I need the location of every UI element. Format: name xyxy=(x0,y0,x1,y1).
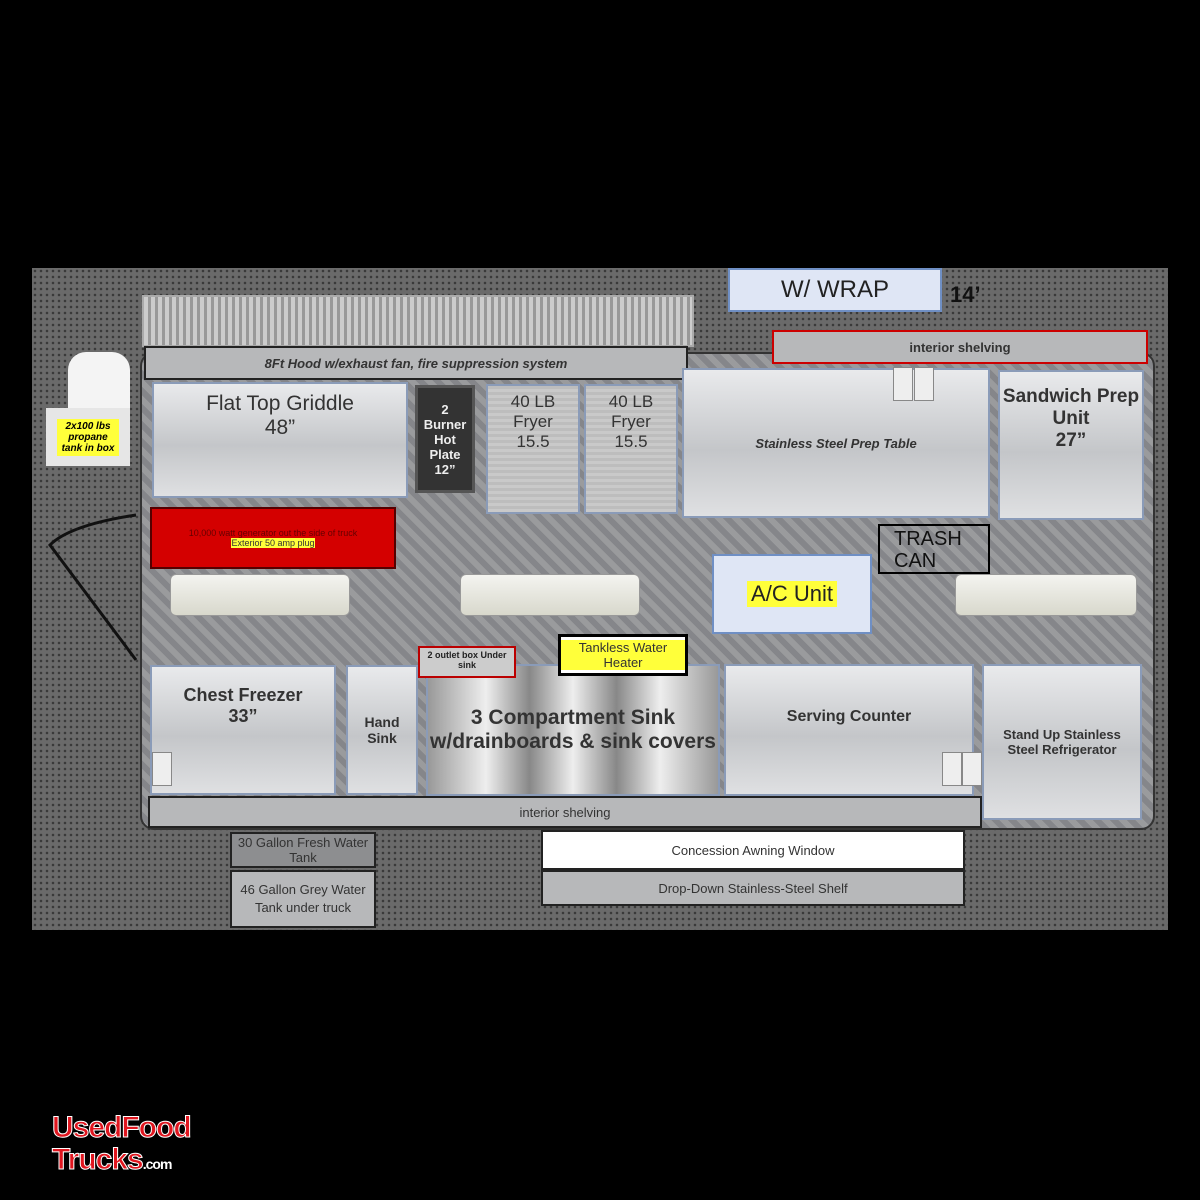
exterior-plug-label: Exterior 50 amp plug xyxy=(231,538,315,548)
interior-shelving-top: interior shelving xyxy=(772,330,1148,364)
propane-label: 2x100 lbs propane tank in box xyxy=(57,418,119,456)
outlet-icon xyxy=(893,367,913,401)
concession-awning-window[interactable]: Concession Awning Window xyxy=(541,830,965,870)
door-swing-icon xyxy=(48,513,138,661)
sandwich-size: 27” xyxy=(1055,430,1087,451)
outlet-icon xyxy=(914,367,934,401)
ac-unit: A/C Unit xyxy=(712,554,872,634)
fryer-1-label: Fryer xyxy=(513,412,553,431)
propane-box: 2x100 lbs propane tank in box xyxy=(46,408,130,466)
fryer-2-size: 15.5 xyxy=(614,432,648,451)
prep-table: Stainless Steel Prep Table xyxy=(682,368,990,518)
tankless-water-heater: Tankless Water Heater xyxy=(558,634,688,676)
ceiling-light xyxy=(955,574,1137,616)
logo-domain: .com xyxy=(142,1156,173,1172)
logo-line-1: UsedFood xyxy=(52,1111,193,1144)
hood-label: 8Ft Hood w/exhaust fan, fire suppression… xyxy=(144,346,688,380)
outlet-icon xyxy=(942,752,962,786)
fryer-1-capacity: 40 LB xyxy=(510,392,556,411)
usedfoodtrucks-logo: UsedFood Trucks.com xyxy=(52,1111,193,1180)
generator-box: 10,000 watt generator out the side of tr… xyxy=(150,507,396,569)
griddle-label: Flat Top Griddle xyxy=(206,392,354,415)
outlet-icon xyxy=(152,752,172,786)
fresh-water-tank: 30 Gallon Fresh Water Tank xyxy=(230,832,376,868)
freezer-label: Chest Freezer xyxy=(183,685,303,705)
ceiling-light xyxy=(170,574,350,616)
generator-label: 10,000 watt generator out the side of tr… xyxy=(188,528,358,538)
outlet-box-under-sink: 2 outlet box Under sink xyxy=(418,646,516,678)
griddle-size: 48” xyxy=(264,416,296,439)
hand-sink: Hand Sink xyxy=(346,665,418,795)
drop-down-shelf: Drop-Down Stainless-Steel Shelf xyxy=(541,870,965,906)
propane-tank-icon xyxy=(68,352,130,412)
trash-can: TRASH CAN xyxy=(878,524,990,574)
hood-vent xyxy=(142,295,694,347)
sandwich-label: Sandwich Prep Unit xyxy=(1002,386,1140,429)
fryer-1-size: 15.5 xyxy=(516,432,550,451)
hot-plate: 2 Burner Hot Plate 12” xyxy=(415,385,475,493)
fryer-2-label: Fryer xyxy=(611,412,651,431)
freezer-size: 33” xyxy=(228,706,258,726)
interior-shelving-bottom: interior shelving xyxy=(148,796,982,828)
ac-label: A/C Unit xyxy=(747,581,837,607)
serving-counter: Serving Counter xyxy=(724,664,974,796)
fryer-2-capacity: 40 LB xyxy=(608,392,654,411)
length-label: 14’ xyxy=(950,282,981,307)
outlet-icon xyxy=(962,752,982,786)
water-heater-label: Tankless Water Heater xyxy=(561,640,685,670)
ceiling-light xyxy=(460,574,640,616)
wrap-label: W/ WRAP xyxy=(728,268,942,312)
stand-up-refrigerator: Stand Up Stainless Steel Refrigerator xyxy=(982,664,1142,820)
three-compartment-sink: 3 Compartment Sink w/drainboards & sink … xyxy=(426,664,720,796)
logo-line-2: Trucks xyxy=(52,1143,145,1176)
grey-water-tank: 46 Gallon Grey Water Tank under truck xyxy=(230,870,376,928)
flat-top-griddle: Flat Top Griddle 48” xyxy=(152,382,408,498)
